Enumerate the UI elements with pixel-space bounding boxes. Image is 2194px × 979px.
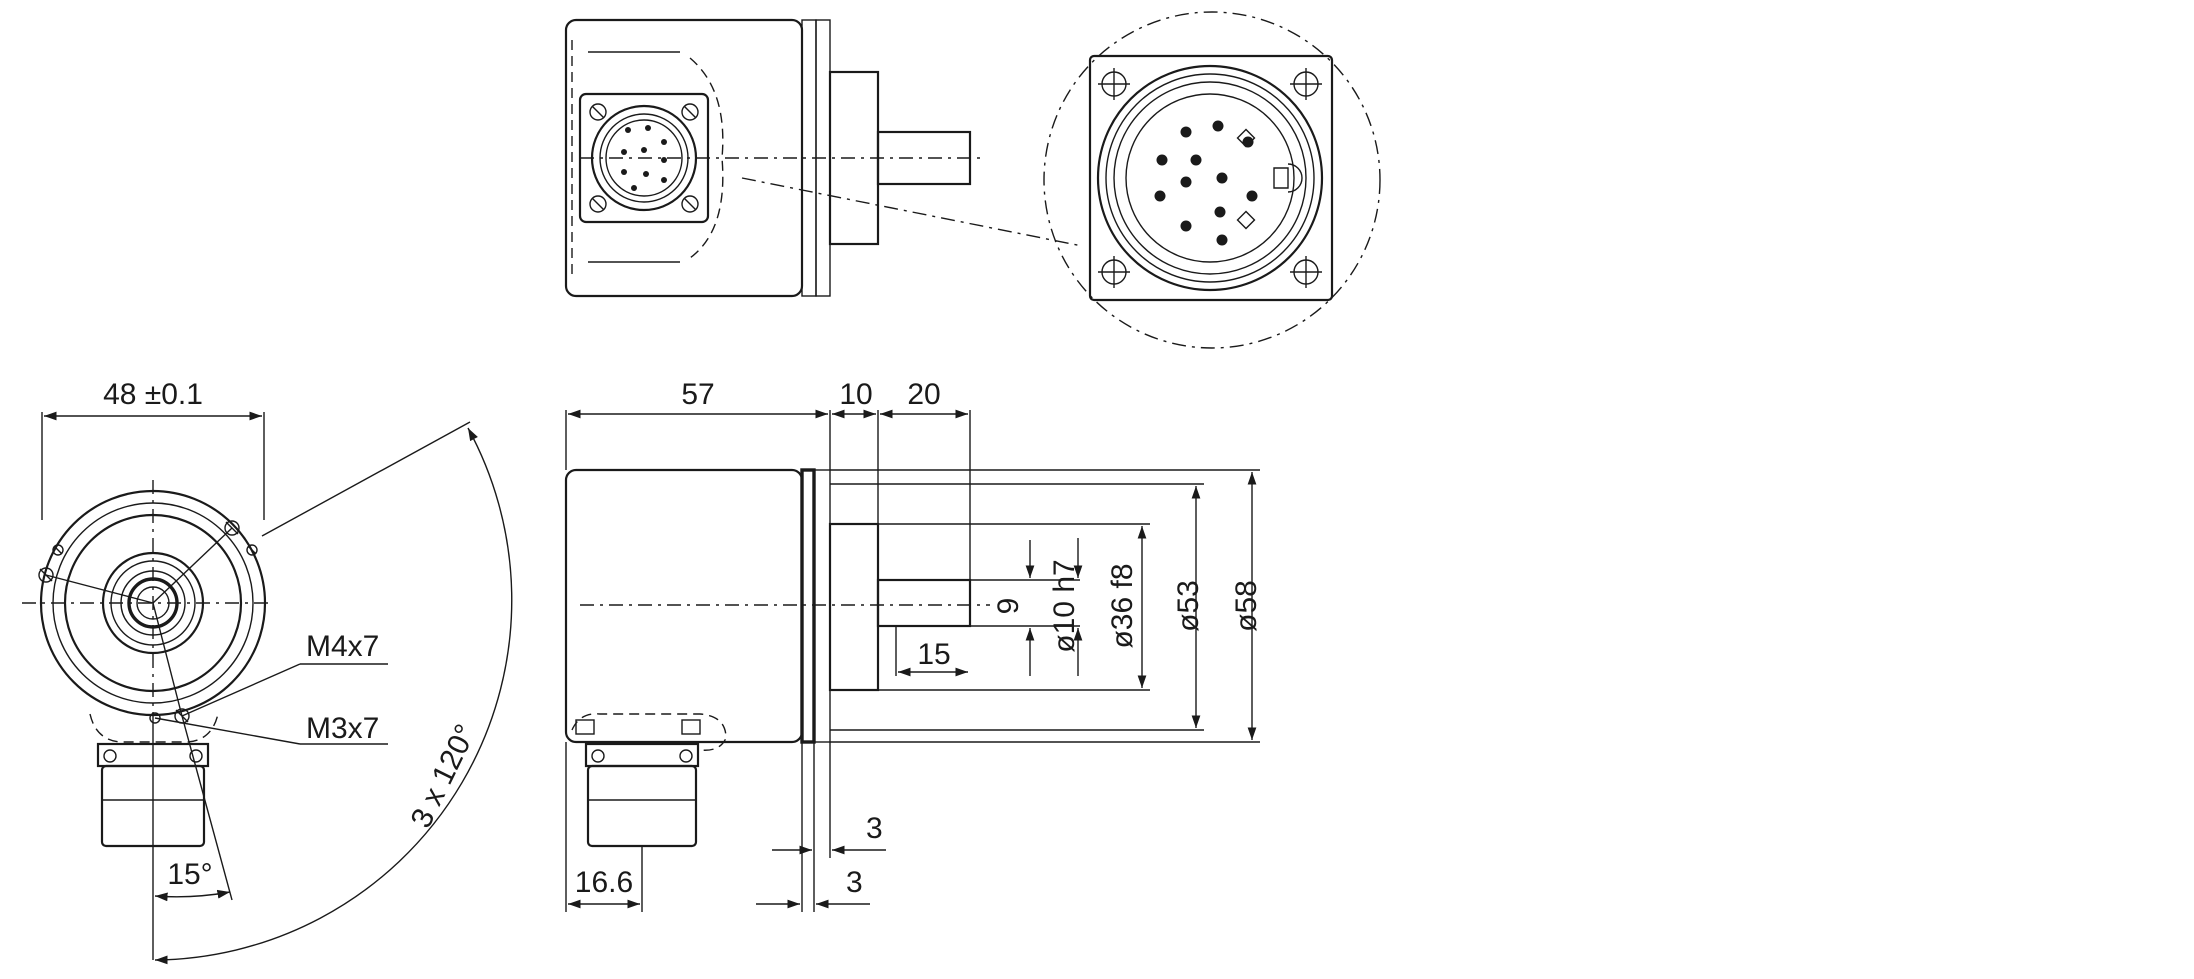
dim-connector-offset: 16.6 <box>565 742 643 912</box>
dim-front-width-label: 48 ±0.1 <box>103 378 203 411</box>
dim-flange-thickness-b: 3 <box>846 866 863 899</box>
dim-shaft-10: ø10 h7 <box>1048 559 1081 652</box>
dim-angle-15: 15° <box>152 715 233 960</box>
dim-flange-53: ø53 <box>1172 580 1205 632</box>
side-view <box>564 468 990 848</box>
thread-callouts: M4x7 M3x7 <box>154 630 388 745</box>
detail-mount-holes <box>1098 68 1322 288</box>
connector-detail <box>1043 11 1381 349</box>
side-view-spigot <box>828 522 880 692</box>
detail-boundary <box>1043 11 1381 349</box>
dim-flat-length: 15 <box>898 638 968 677</box>
thread-m4-label: M4x7 <box>306 630 379 663</box>
dim-front-width: 48 ±0.1 <box>41 378 265 520</box>
dim-body-length: 57 <box>681 378 714 411</box>
dim-diameters: ø58 ø53 ø36 f8 ø10 h7 9 <box>830 469 1263 743</box>
dim-flange-depth: 10 <box>839 378 872 411</box>
detail-flange <box>1088 54 1334 302</box>
dim-top-lengths: 57 10 20 <box>565 378 971 580</box>
front-view <box>22 480 272 848</box>
angle-15-label: 15° <box>167 858 212 891</box>
dim-flange-thickness-a: 3 <box>866 812 883 845</box>
top-view-connector <box>578 92 710 224</box>
dim-shaft-length: 20 <box>907 378 940 411</box>
dim-connector-offset-label: 16.6 <box>575 866 633 899</box>
dim-flange-58: ø58 <box>1230 580 1263 632</box>
side-view-connector <box>571 713 727 848</box>
dim-spigot-36: ø36 f8 <box>1106 563 1139 648</box>
angle-120-label: 3 x 120° <box>405 719 483 833</box>
dim-flat-9: 9 <box>992 598 1025 615</box>
thread-m3-label: M3x7 <box>306 712 379 745</box>
dim-flat-length-label: 15 <box>917 638 950 671</box>
dim-flange-thickness: 3 3 <box>756 742 886 912</box>
detail-pins <box>1154 120 1258 246</box>
side-view-housing <box>564 468 804 744</box>
top-view <box>564 18 1083 298</box>
side-view-shaft <box>876 578 972 628</box>
